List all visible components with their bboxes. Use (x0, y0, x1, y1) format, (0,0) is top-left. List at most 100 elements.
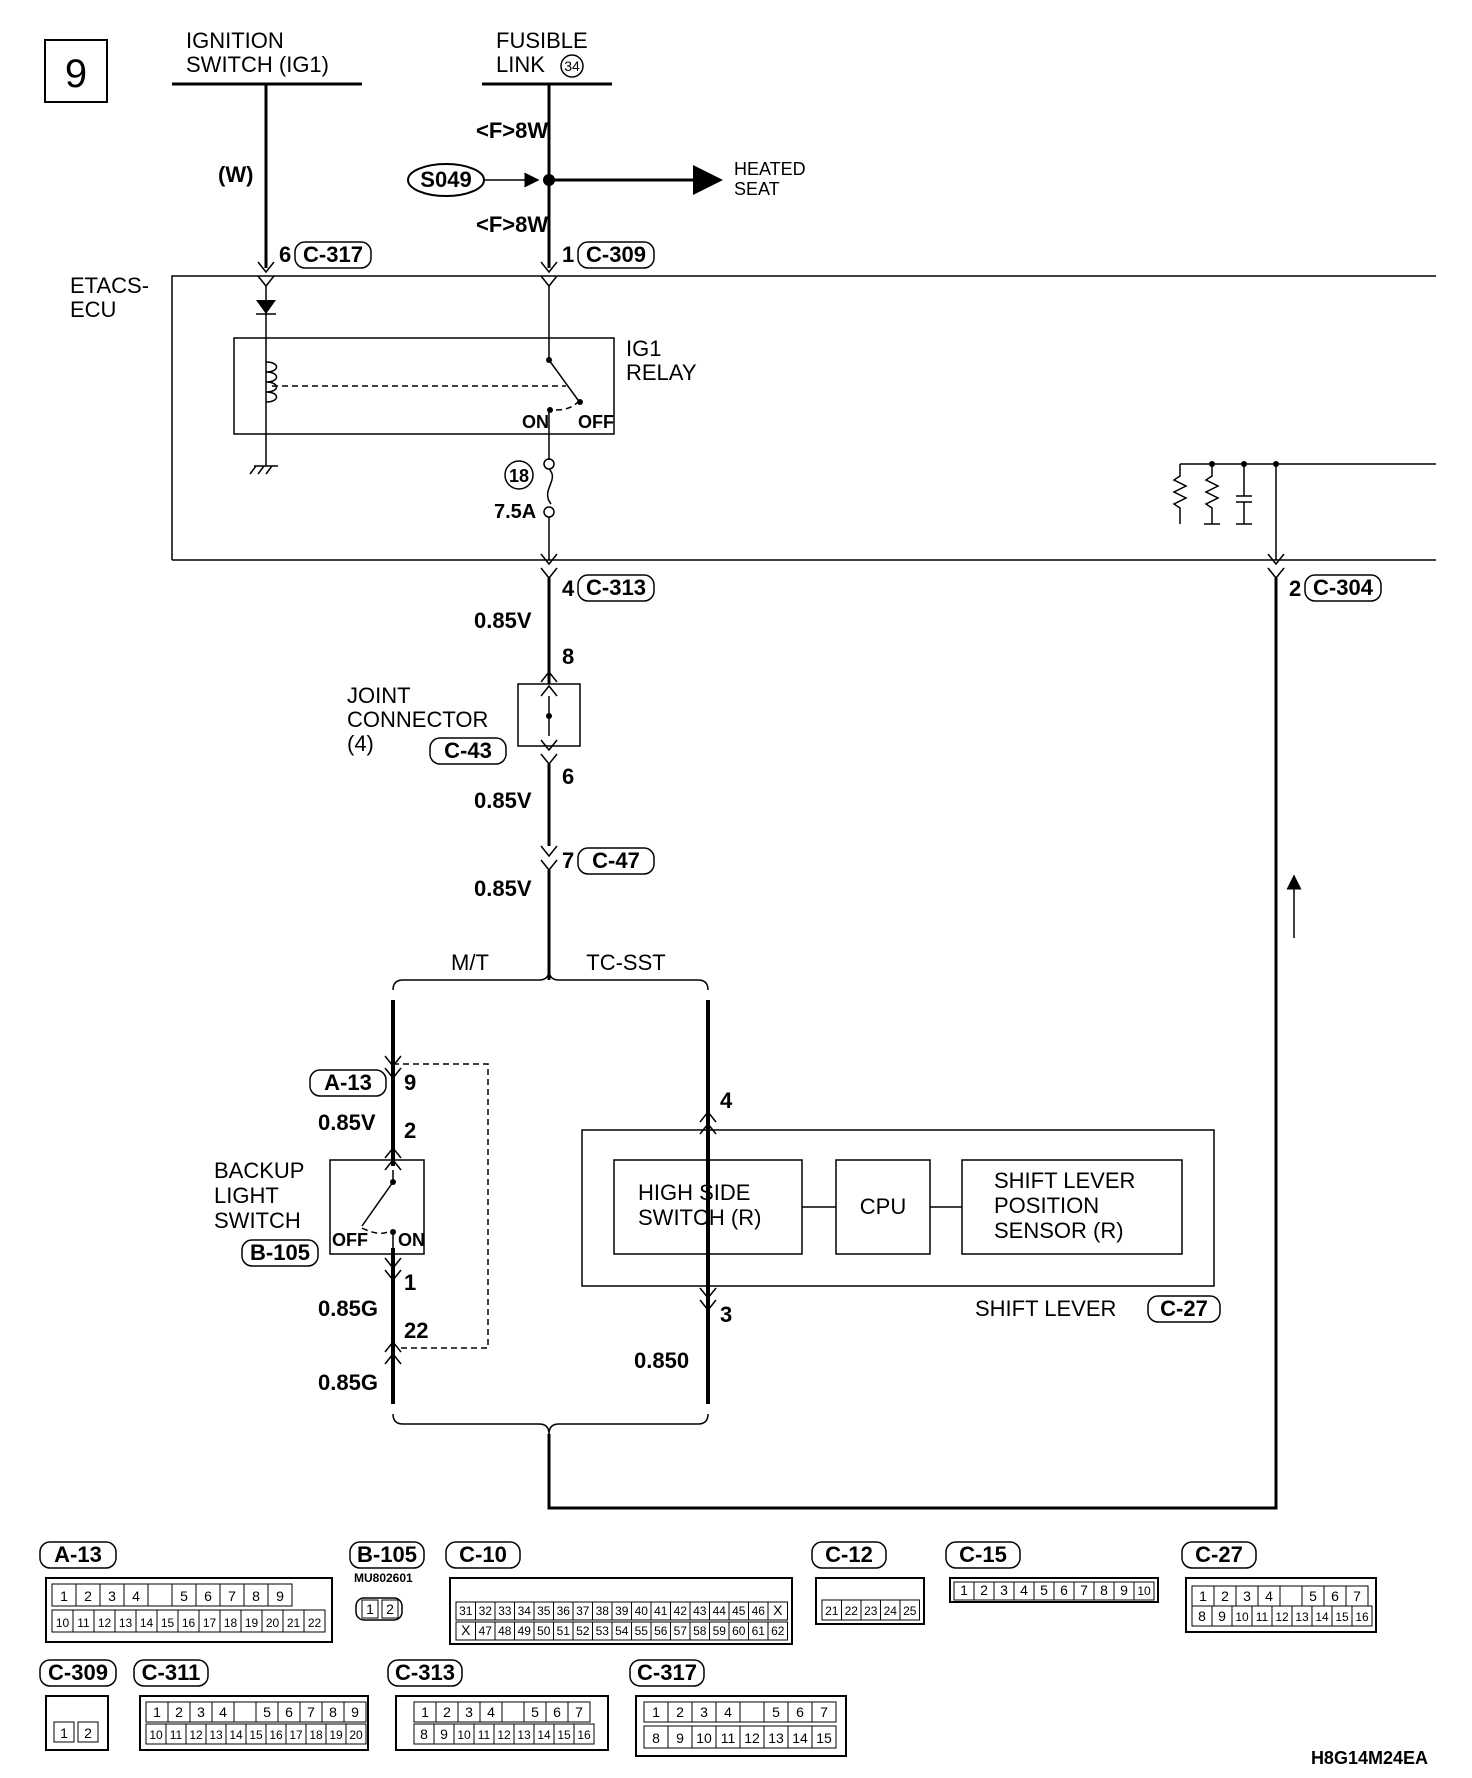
c317-id: C-317 (303, 242, 363, 267)
pin-label: 2 (676, 1704, 684, 1720)
pin-label: 14 (140, 1616, 154, 1630)
c304-tag (1304, 574, 1382, 602)
wire-label-b105-out: 0.85G (318, 1296, 378, 1321)
pin-label: 36 (557, 1604, 571, 1618)
c309-tag (577, 241, 655, 269)
pin-cell (767, 1601, 788, 1621)
pin-label: 9 (1120, 1582, 1128, 1598)
pin-label: 2 (1221, 1588, 1229, 1604)
c47-tag (577, 847, 655, 875)
pin-label: 8 (1198, 1608, 1206, 1624)
fuse-terminal-bottom (543, 506, 555, 518)
cv-c317-tag (629, 1659, 705, 1687)
a13-pin-in: 9 (404, 1070, 416, 1095)
relay-coil-icon (265, 361, 278, 403)
pin-label: 2 (980, 1582, 988, 1598)
pin-label: 53 (596, 1624, 610, 1638)
c27-pin-in: 4 (720, 1088, 733, 1113)
c27-id: C-27 (1160, 1296, 1208, 1321)
pin-cell (899, 1599, 920, 1621)
page-number: 9 (65, 52, 87, 96)
pin-label: 24 (884, 1604, 898, 1618)
pin-label: 7 (1353, 1588, 1361, 1604)
c304-pin: 2 (1289, 576, 1301, 601)
pin-label: 33 (498, 1604, 512, 1618)
pin-label: 22 (845, 1604, 859, 1618)
relay-contact-arm (548, 359, 579, 401)
pin-label: 31 (459, 1604, 473, 1618)
cv-c309-id: C-309 (48, 1660, 108, 1685)
cv-c311-body (139, 1695, 369, 1751)
fusible-link-number-circle (560, 54, 584, 78)
pin-label: 21 (287, 1616, 301, 1630)
pin-label: X (461, 1622, 471, 1638)
a13-in-mark (384, 1055, 402, 1080)
pin-label: 12 (189, 1728, 203, 1742)
c309-pin: 1 (562, 242, 574, 267)
pin-label: 3 (1243, 1588, 1251, 1604)
wire-label-jc-out: 0.85V (474, 788, 532, 813)
pin-label: 20 (266, 1616, 280, 1630)
pin-label: 7 (307, 1704, 315, 1720)
fuse-icon (546, 468, 554, 505)
ecu-label: ETACS-ECU (70, 273, 149, 322)
pin-label: 15 (1335, 1610, 1349, 1624)
pin-label: 2 (84, 1725, 92, 1741)
pin-label: 37 (576, 1604, 590, 1618)
relay-off-dot (577, 399, 583, 405)
pin-label: 22 (308, 1616, 322, 1630)
cv-b105-id: B-105 (357, 1542, 417, 1567)
pin-label: 54 (615, 1624, 629, 1638)
c317-pin: 6 (279, 242, 291, 267)
pin-cell (567, 1701, 591, 1723)
diode-icon (256, 300, 276, 314)
pin-label: 23 (864, 1604, 878, 1618)
pin-label: 12 (98, 1616, 112, 1630)
pin-label: 7 (575, 1704, 583, 1720)
c47-id: C-47 (592, 848, 640, 873)
pin-label: 51 (557, 1624, 571, 1638)
pin-label: 43 (693, 1604, 707, 1618)
pin-label: 9 (676, 1730, 684, 1746)
pin-label: 13 (119, 1616, 133, 1630)
pin-label: 9 (276, 1588, 284, 1604)
pin-label: 4 (1265, 1588, 1273, 1604)
pin-label: 2 (175, 1704, 183, 1720)
pin-label: 5 (263, 1704, 271, 1720)
pin-label: 7 (820, 1704, 828, 1720)
pin-label: 1 (652, 1704, 660, 1720)
pin-label: 13 (1295, 1610, 1309, 1624)
pin-label: 8 (329, 1704, 337, 1720)
pin-label: 6 (1060, 1582, 1068, 1598)
pin-label: X (773, 1602, 783, 1618)
cv-c311-id: C-311 (142, 1660, 201, 1685)
fuse-number-circle (504, 460, 534, 490)
pin-label: 6 (796, 1704, 804, 1720)
switch-arc (361, 1227, 389, 1235)
cv-b105-tag (349, 1541, 425, 1569)
cv-c313-body (395, 1695, 609, 1751)
pin-label: 1 (960, 1582, 968, 1598)
cv-c27-tag (1181, 1541, 1257, 1569)
pin-label: 8 (252, 1588, 260, 1604)
cv-c10-id: C-10 (459, 1542, 507, 1567)
c43-pin-out: 6 (562, 764, 574, 789)
pin-label: 16 (269, 1728, 283, 1742)
cv-c27-id: C-27 (1195, 1542, 1243, 1567)
fuse-terminal-top (543, 458, 555, 470)
pin-label: 8 (652, 1730, 660, 1746)
backup-light-switch-box (329, 1159, 425, 1255)
joint-connector-box (517, 683, 581, 747)
cv-c309-tag (39, 1659, 117, 1687)
pin-cell (767, 1621, 788, 1641)
pin-label: 4 (487, 1704, 495, 1720)
pin-label: 8 (1100, 1582, 1108, 1598)
pin-label: 11 (77, 1616, 90, 1630)
